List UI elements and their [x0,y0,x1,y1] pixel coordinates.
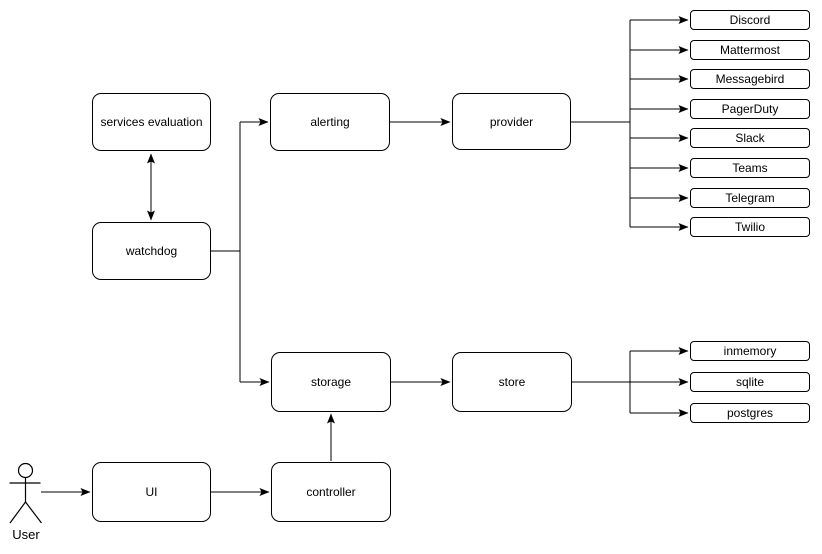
output-telegram: Telegram [690,188,810,208]
user-label: User [12,527,40,542]
output-messagebird: Messagebird [690,69,810,89]
node-provider: provider [452,93,571,150]
node-label: provider [489,114,534,129]
node-watchdog: watchdog [92,222,211,280]
edge-watchdog-branch [211,118,270,386]
node-label: sqlite [735,374,764,389]
node-label: services evaluation [100,115,203,129]
node-label: storage [310,375,352,389]
output-teams: Teams [690,158,810,178]
node-label: Telegram [725,190,775,205]
node-label: watchdog [125,244,178,258]
edge-store-fanout [572,347,689,417]
node-label: postgres [726,405,774,420]
edge-provider-fanout [571,16,689,231]
node-label: UI [145,485,158,499]
node-label: store [498,375,526,389]
node-label: Slack [735,130,765,145]
user-actor-icon [9,462,42,524]
node-label: Messagebird [715,71,785,86]
output-mattermost: Mattermost [690,40,810,60]
node-storage: storage [271,352,391,412]
node-alerting: alerting [270,93,390,151]
node-controller: controller [271,462,391,522]
output-pagerduty: PagerDuty [690,99,810,119]
node-label: inmemory [723,343,777,358]
node-services-evaluation: services evaluation [92,93,211,151]
node-label: Twilio [734,219,765,234]
output-twilio: Twilio [690,217,810,237]
output-inmemory: inmemory [690,341,810,361]
output-postgres: postgres [690,403,810,423]
node-label: Teams [732,160,768,175]
output-slack: Slack [690,128,810,148]
node-label: PagerDuty [721,101,779,116]
node-label: Discord [729,12,771,27]
node-label: controller [306,485,356,499]
output-discord: Discord [690,10,810,30]
node-ui: UI [92,462,211,522]
node-label: alerting [310,115,350,129]
output-sqlite: sqlite [690,372,810,392]
node-store: store [452,352,572,412]
node-label: Mattermost [719,42,780,57]
